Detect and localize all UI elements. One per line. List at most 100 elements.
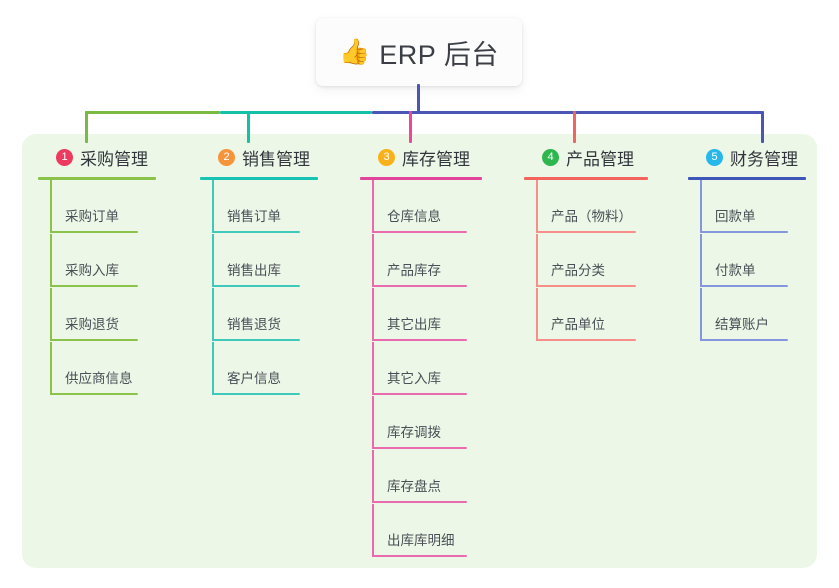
module-header-3[interactable]: 3 库存管理 [360, 144, 520, 170]
list-item[interactable]: 回款单 [688, 180, 823, 234]
list-item[interactable]: 库存调拨 [360, 396, 520, 450]
submenu-label: 客户信息 [227, 371, 281, 386]
list-item[interactable]: 结算账户 [688, 288, 823, 342]
module-header-rule [688, 177, 806, 180]
submenu-rule [536, 339, 636, 341]
submenu-label: 采购退货 [65, 317, 119, 332]
list-item[interactable]: 库存盘点 [360, 450, 520, 504]
submenu-label: 结算账户 [715, 317, 769, 332]
root-title-card[interactable]: 👍 ERP 后台 [316, 18, 522, 86]
submenu-rule [372, 285, 467, 287]
submenu-label: 付款单 [715, 263, 756, 278]
module-header-rule [524, 177, 648, 180]
submenu-label: 产品单位 [551, 317, 605, 332]
list-item[interactable]: 销售订单 [200, 180, 350, 234]
submenu-rule [536, 231, 636, 233]
submenu-rule [700, 231, 788, 233]
module-header-rule [360, 177, 482, 180]
list-item[interactable]: 供应商信息 [38, 342, 188, 396]
list-item[interactable]: 销售退货 [200, 288, 350, 342]
submenu-stem-line [372, 234, 374, 287]
module-title: 财务管理 [730, 149, 798, 169]
module-number-badge: 1 [56, 148, 73, 166]
list-item[interactable]: 出库库明细 [360, 504, 520, 558]
root-stem-line [417, 84, 420, 113]
submenu-stem-line [700, 288, 702, 341]
module-header-rule [200, 177, 318, 180]
list-item[interactable]: 产品单位 [524, 288, 684, 342]
module-title: 库存管理 [402, 149, 470, 169]
module-header-4[interactable]: 4 产品管理 [524, 144, 684, 170]
submenu-label: 产品分类 [551, 263, 605, 278]
module-header-rule [38, 177, 156, 180]
submenu-stem-line [700, 180, 702, 233]
submenu-label: 供应商信息 [65, 371, 133, 386]
list-item[interactable]: 付款单 [688, 234, 823, 288]
submenu-stem-line [372, 396, 374, 449]
submenu-label: 采购入库 [65, 263, 119, 278]
submenu-rule [372, 393, 467, 395]
module-number-badge: 4 [542, 148, 559, 166]
bus-segment-3 [372, 111, 762, 114]
submenu-rule [700, 339, 788, 341]
submenu-stem-line [212, 342, 214, 395]
list-item[interactable]: 销售出库 [200, 234, 350, 288]
submenu-rule [212, 231, 300, 233]
submenu-stem-line [536, 234, 538, 287]
drop-line-2 [247, 111, 250, 143]
module-header-2[interactable]: 2 销售管理 [200, 144, 350, 170]
submenu-rule [372, 555, 467, 557]
submenu-label: 库存盘点 [387, 479, 441, 494]
list-item[interactable]: 采购订单 [38, 180, 188, 234]
submenu-rule [50, 393, 138, 395]
submenu-label: 产品（物料） [551, 209, 632, 224]
submenu-stem-line [50, 288, 52, 341]
list-item[interactable]: 其它出库 [360, 288, 520, 342]
submenu-rule [212, 339, 300, 341]
modules-panel [22, 134, 817, 568]
submenu-label: 库存调拨 [387, 425, 441, 440]
submenu-rule [50, 339, 138, 341]
list-item[interactable]: 客户信息 [200, 342, 350, 396]
submenu-stem-line [212, 180, 214, 233]
list-item[interactable]: 采购入库 [38, 234, 188, 288]
module-column-2: 2 销售管理销售订单销售出库销售退货客户信息 [200, 144, 350, 395]
submenu-stem-line [536, 180, 538, 233]
drop-line-1 [85, 111, 88, 143]
submenu-stem-line [372, 450, 374, 503]
submenu-stem-line [50, 234, 52, 287]
drop-line-4 [573, 111, 576, 143]
submenu-rule [372, 447, 467, 449]
module-title: 产品管理 [566, 149, 634, 169]
list-item[interactable]: 产品分类 [524, 234, 684, 288]
module-number-badge: 2 [218, 148, 235, 166]
list-item[interactable]: 其它入库 [360, 342, 520, 396]
bus-segment-1 [85, 111, 220, 114]
submenu-stem-line [700, 234, 702, 287]
submenu-label: 采购订单 [65, 209, 119, 224]
list-item[interactable]: 产品库存 [360, 234, 520, 288]
module-column-4: 4 产品管理产品（物料） 产品分类产品单位 [524, 144, 684, 341]
submenu-stem-line [50, 342, 52, 395]
submenu-stem-line [50, 180, 52, 233]
submenu-rule [212, 393, 300, 395]
module-column-3: 3 库存管理仓库信息产品库存其它出库其它入库库存调拨库存盘点出库库明细 [360, 144, 520, 557]
submenu-rule [372, 339, 467, 341]
module-number-badge: 3 [378, 148, 395, 166]
list-item[interactable]: 产品（物料） [524, 180, 684, 234]
list-item[interactable]: 仓库信息 [360, 180, 520, 234]
submenu-label: 销售出库 [227, 263, 281, 278]
submenu-stem-line [536, 288, 538, 341]
submenu-label: 回款单 [715, 209, 756, 224]
submenu-stem-line [372, 504, 374, 557]
module-title: 销售管理 [242, 149, 310, 169]
submenu-rule [372, 501, 467, 503]
list-item[interactable]: 采购退货 [38, 288, 188, 342]
page-title: ERP 后台 [379, 39, 499, 70]
submenu-stem-line [212, 234, 214, 287]
